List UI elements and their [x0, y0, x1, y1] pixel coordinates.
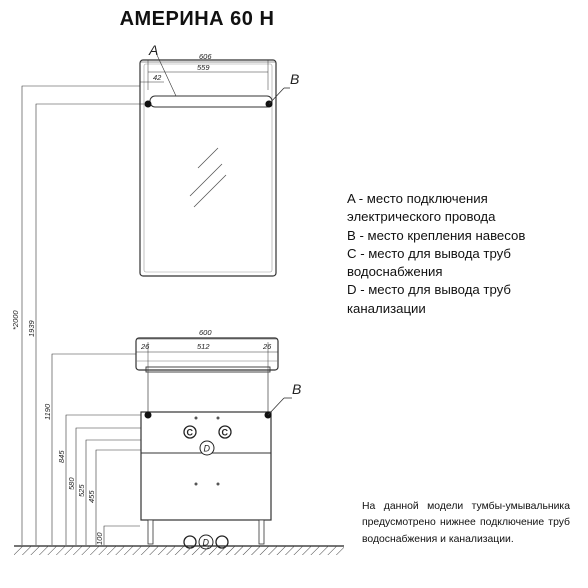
- dim-mirror-offset: 42: [153, 73, 162, 82]
- pipe-outlet-d: D: [199, 440, 215, 456]
- cabinet-outline: [135, 337, 279, 545]
- legend-line-d-cont: канализации: [347, 300, 426, 316]
- legend-line-a: A - место подключения: [347, 191, 488, 206]
- dim-cabinet-left: 26: [140, 342, 150, 351]
- legend-line-a-cont: электрического провода: [347, 209, 496, 225]
- dim-cabinet-right: 26: [262, 342, 272, 351]
- dim-h2000: *2000: [11, 310, 20, 330]
- marker-d-bottom: D: [203, 538, 210, 548]
- floor-hatch: [14, 546, 344, 555]
- marker-d: D: [204, 444, 211, 454]
- dim-mirror-width: 606: [199, 52, 212, 61]
- installation-note: На данной модели тумбы-умывальника преду…: [362, 501, 570, 545]
- mirror-dimensions: 606 559 42 A: [140, 42, 276, 97]
- marker-a: A: [148, 42, 158, 58]
- legend-line-c-cont: водоснабжения: [347, 264, 443, 280]
- legend-line-b: B - место крепления навесов: [347, 227, 526, 243]
- dim-mirror-inner: 559: [197, 63, 210, 72]
- pipe-outlet-c-right: C: [218, 425, 232, 439]
- marker-c1: C: [187, 428, 194, 438]
- height-labels: *2000 1939 1190 845 580 525 455 100: [11, 310, 104, 545]
- page-title: АМЕРИНА 60 Н: [119, 8, 275, 30]
- mount-point-icon: [144, 100, 152, 108]
- legend-line-c: C - место для вывода труб: [347, 245, 511, 261]
- legend-line-d: D - место для вывода труб: [347, 282, 511, 298]
- mount-point-icon: [144, 411, 152, 419]
- dim-cabinet-inner: 512: [197, 342, 210, 351]
- dim-h455: 455: [87, 490, 96, 503]
- dim-h100: 100: [95, 532, 104, 545]
- legend: A - место подключения электрического про…: [347, 190, 587, 318]
- dim-h525: 525: [77, 484, 86, 497]
- dim-h845: 845: [57, 450, 66, 463]
- marker-c2: C: [222, 428, 229, 438]
- marker-b-bottom: B: [292, 381, 301, 397]
- marker-b-top: B: [290, 71, 299, 87]
- cabinet-dimensions: 600 26 512 26: [136, 328, 278, 372]
- pipe-outlet-c-left: C: [183, 425, 197, 439]
- dim-h580: 580: [67, 477, 76, 490]
- dim-h1190: 1190: [43, 403, 52, 420]
- dim-cabinet-width: 600: [199, 328, 212, 337]
- dim-h1939: 1939: [27, 319, 36, 337]
- mirror-outline: [139, 59, 277, 277]
